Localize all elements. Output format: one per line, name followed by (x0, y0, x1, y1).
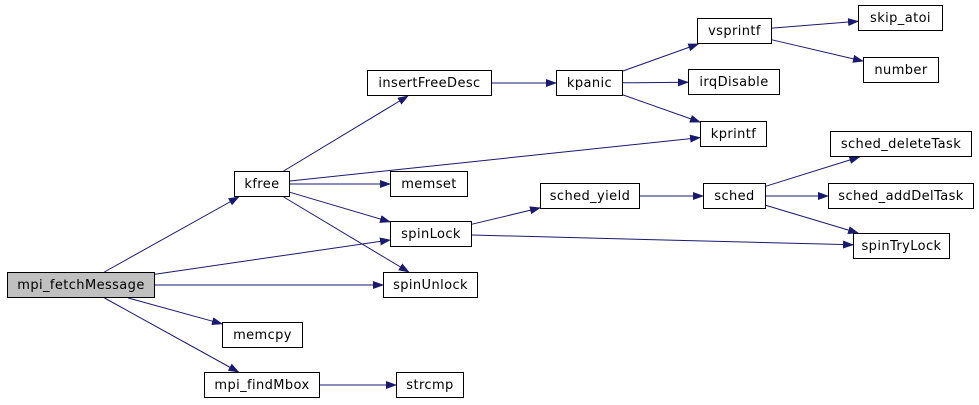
node-spinLock[interactable]: spinLock (390, 221, 472, 247)
edge-vsprintf-skip_atoi (771, 18, 859, 29)
node-memcpy[interactable]: memcpy (222, 322, 303, 348)
node-vsprintf[interactable]: vsprintf (697, 18, 772, 44)
node-memset[interactable]: memset (390, 171, 468, 197)
edge-mpi_fetchMessage-memcpy (128, 297, 223, 326)
node-sched_deleteTask[interactable]: sched_deleteTask (830, 131, 972, 157)
edge-kpanic-irqDisable (622, 78, 689, 87)
node-sched_addDelTask[interactable]: sched_addDelTask (828, 183, 974, 209)
node-sched_yield[interactable]: sched_yield (540, 183, 640, 209)
edge-sched-spinTryLock (765, 204, 860, 234)
edge-kfree-spinLock (289, 191, 391, 223)
edge-kfree-spinUnlock (283, 196, 410, 273)
edge-sched-sched_deleteTask (765, 156, 861, 187)
edge-kfree-insertFreeDesc (283, 95, 409, 172)
node-mpi_fetchMessage: mpi_fetchMessage (7, 272, 155, 298)
edge-mpi_fetchMessage-kfree (104, 196, 240, 273)
node-insertFreeDesc[interactable]: insertFreeDesc (367, 70, 492, 96)
node-irqDisable[interactable]: irqDisable (688, 69, 780, 95)
node-kpanic[interactable]: kpanic (556, 70, 623, 96)
node-kprintf[interactable]: kprintf (700, 121, 767, 147)
edge-kpanic-kprintf (622, 94, 701, 123)
node-number[interactable]: number (863, 57, 939, 83)
node-strcmp[interactable]: strcmp (396, 372, 464, 398)
edge-vsprintf-number (771, 39, 864, 63)
node-spinUnlock[interactable]: spinUnlock (383, 272, 478, 298)
node-skip_atoi[interactable]: skip_atoi (858, 5, 943, 31)
edge-kfree-kprintf (289, 134, 701, 182)
edge-kpanic-vsprintf (622, 43, 700, 72)
edge-mpi_fetchMessage-mpi_findMbox (104, 297, 240, 373)
edge-mpi_fetchMessage-spinLock (154, 237, 391, 275)
node-kfree[interactable]: kfree (234, 171, 290, 197)
edge-spinLock-spinTryLock (471, 234, 854, 249)
node-spinTryLock[interactable]: spinTryLock (853, 233, 950, 259)
node-sched[interactable]: sched (703, 183, 766, 209)
node-mpi_findMbox[interactable]: mpi_findMbox (204, 372, 320, 398)
edge-spinLock-sched_yield (471, 206, 541, 225)
